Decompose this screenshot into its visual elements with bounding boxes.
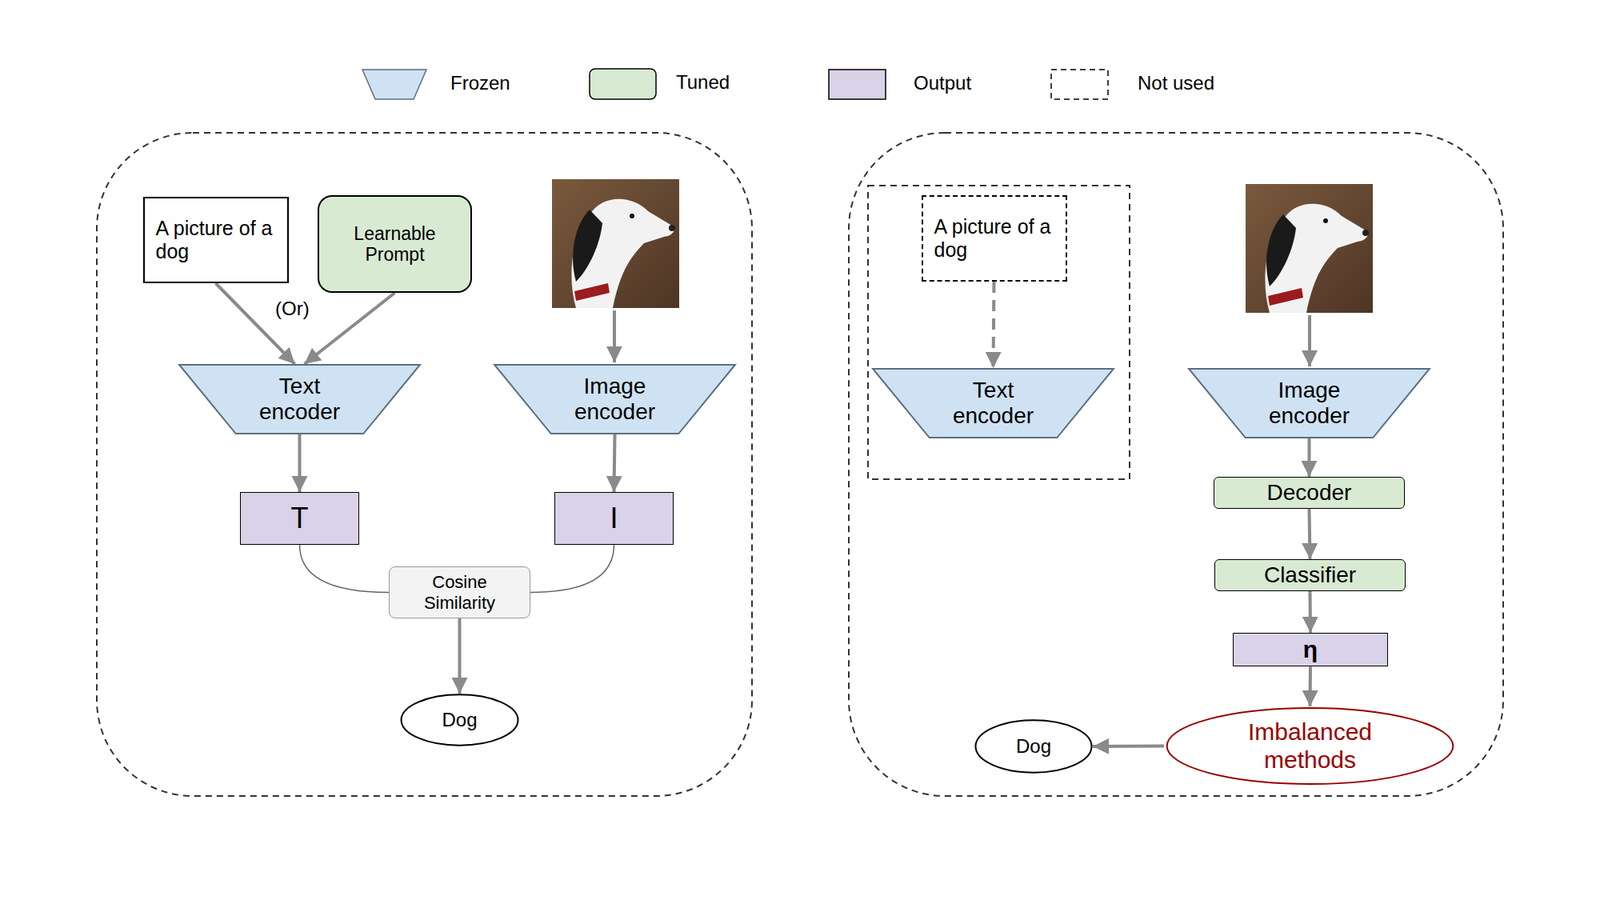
legend-swatch bbox=[827, 68, 888, 101]
node-label: T bbox=[291, 501, 309, 535]
connector bbox=[1309, 508, 1311, 560]
text-prompt-box: A picture of a dog bbox=[921, 195, 1068, 282]
legend-swatch bbox=[360, 68, 428, 101]
node-label: Decoder bbox=[1267, 480, 1352, 506]
connector bbox=[530, 544, 615, 593]
legend-swatch bbox=[1049, 68, 1110, 101]
text-encoder: Text encoder bbox=[870, 368, 1116, 439]
legend-label: Tuned bbox=[676, 69, 730, 96]
logit-output-box: η bbox=[1232, 632, 1388, 668]
cosine-similarity-box: Cosine Similarity bbox=[388, 566, 531, 619]
ellipse-outline bbox=[400, 694, 518, 745]
trapezoid-outline bbox=[872, 368, 1114, 438]
connector bbox=[216, 283, 296, 364]
node-label: Image encoder bbox=[551, 373, 680, 425]
unused-region bbox=[868, 185, 1130, 480]
class-output-ellipse: Dog bbox=[974, 719, 1093, 774]
node-label: η bbox=[1303, 636, 1318, 664]
legend-swatch-shape bbox=[589, 68, 656, 100]
legend-swatch-shape bbox=[1051, 69, 1108, 100]
class-output-ellipse: Dog bbox=[400, 693, 520, 747]
legend-label: Not used bbox=[1137, 70, 1215, 96]
node-label: Text encoder bbox=[933, 377, 1054, 429]
node-label: Imbalanced methods bbox=[1210, 718, 1411, 774]
connector bbox=[458, 618, 462, 694]
legend-label: Frozen bbox=[450, 70, 511, 96]
node-label: A picture of a dog bbox=[156, 216, 276, 264]
text-encoder: Text encoder bbox=[176, 364, 423, 435]
learnable-prompt-box: Learnable Prompt bbox=[317, 195, 472, 293]
dog-picture bbox=[1245, 184, 1373, 313]
right-panel bbox=[848, 132, 1504, 796]
legend-swatch-shape bbox=[362, 69, 427, 100]
node-label: Image encoder bbox=[1245, 377, 1374, 429]
trapezoid-outline bbox=[494, 364, 736, 434]
connector-note: (Or) bbox=[275, 297, 310, 320]
ellipse-outline bbox=[975, 720, 1092, 772]
node-label: Cosine Similarity bbox=[408, 572, 512, 613]
node-label: Learnable Prompt bbox=[339, 223, 452, 266]
connector bbox=[304, 292, 396, 364]
text-prompt-box: A picture of a dog bbox=[143, 196, 289, 284]
image-arrow bbox=[1308, 315, 1312, 367]
trapezoid-outline bbox=[1188, 368, 1430, 438]
decoder-box: Decoder bbox=[1213, 476, 1405, 509]
connector bbox=[1092, 744, 1164, 749]
image-encoder: Image encoder bbox=[492, 364, 738, 435]
image-encoder: Image encoder bbox=[1186, 368, 1432, 439]
imbalanced-methods-ellipse: Imbalanced methods bbox=[1164, 706, 1456, 786]
output-box: I bbox=[554, 492, 674, 545]
dog-picture bbox=[552, 179, 680, 308]
legend-swatch-shape bbox=[828, 69, 886, 100]
connector bbox=[1308, 666, 1313, 707]
node-label: Dog bbox=[441, 708, 477, 732]
node-label: A picture of a dog bbox=[934, 215, 1055, 262]
connector bbox=[614, 434, 616, 492]
node-label: Dog bbox=[1016, 735, 1052, 758]
connector bbox=[993, 281, 995, 368]
connector bbox=[1308, 591, 1313, 633]
ellipse-outline bbox=[1167, 708, 1454, 784]
node-label: I bbox=[609, 501, 618, 535]
output-box: T bbox=[240, 492, 360, 545]
connector bbox=[298, 434, 302, 492]
connector bbox=[1308, 438, 1312, 477]
connector bbox=[300, 544, 390, 593]
legend-swatch bbox=[588, 67, 658, 101]
legend-label: Output bbox=[913, 70, 972, 96]
image-arrow bbox=[612, 310, 616, 363]
node-label: Classifier bbox=[1264, 562, 1356, 588]
classifier-box: Classifier bbox=[1214, 559, 1406, 592]
node-label: Text encoder bbox=[240, 373, 360, 425]
left-panel bbox=[96, 132, 752, 796]
trapezoid-outline bbox=[179, 364, 420, 434]
